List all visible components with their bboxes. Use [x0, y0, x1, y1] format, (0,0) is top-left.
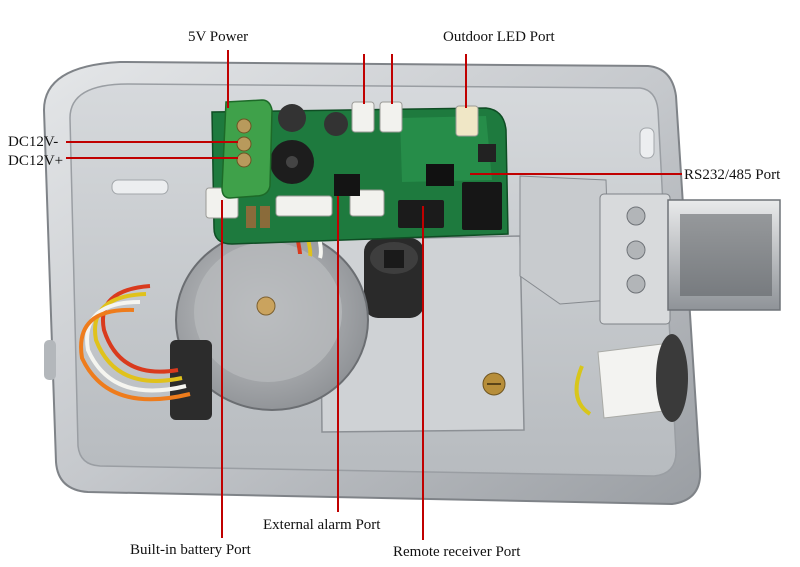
sensor-switch	[574, 334, 688, 422]
latch-gear	[364, 238, 424, 318]
label-outdoor-led-port: Outdoor LED Port	[443, 29, 555, 45]
label-builtin-battery-port: Built-in battery Port	[130, 542, 251, 558]
motor-connector	[275, 195, 333, 217]
label-dc12v-minus: DC12V-	[8, 134, 59, 150]
label-5v-power: 5V Power	[188, 29, 249, 45]
label-external-alarm-port: External alarm Port	[263, 517, 381, 533]
leader-lines	[66, 50, 682, 540]
terminal-block	[221, 99, 273, 199]
stepper-motor	[170, 229, 369, 420]
lock-bolt	[519, 175, 781, 325]
alarm-connector	[349, 189, 385, 217]
rs232-chip	[462, 182, 502, 230]
pcb-board	[205, 101, 509, 245]
label-rs232-485-port: RS232/485 Port	[684, 167, 781, 183]
led-connector	[455, 105, 479, 137]
remote-connector	[398, 200, 444, 228]
label-dc12v-plus: DC12V+	[8, 153, 64, 169]
label-remote-receiver-port: Remote receiver Port	[393, 544, 521, 560]
